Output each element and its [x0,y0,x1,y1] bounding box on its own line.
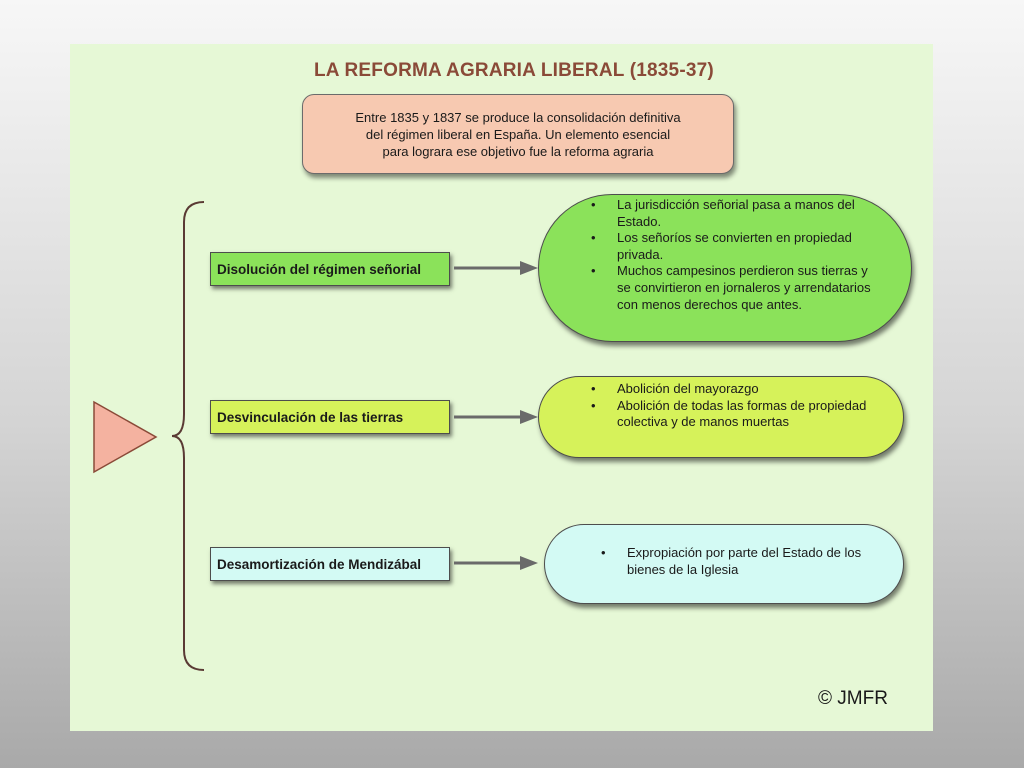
branch-label-desvinculacion: Desvinculación de las tierras [210,400,450,434]
arrow-right-icon [454,556,538,570]
diagram-title: LA REFORMA AGRARIA LIBERAL (1835-37) [314,60,714,81]
list-item: La jurisdicción señorial pasa a manos de… [587,197,883,230]
list-item: Expropiación por parte del Estado de los… [597,545,877,578]
branch-label-desamortizacion: Desamortización de Mendizábal [210,547,450,581]
list-item: Muchos campesinos perdieron sus tierras … [587,263,883,313]
arrow-right-icon [454,410,538,424]
list-item: Los señoríos se convierten en propiedad … [587,230,883,263]
list-item: Abolición del mayorazgo [587,381,877,398]
arrow-right-icon [454,261,538,275]
intro-box: Entre 1835 y 1837 se produce la consolid… [302,94,734,174]
branch-detail-desamortizacion: Expropiación por parte del Estado de los… [544,524,904,604]
branch-detail-desvinculacion: Abolición del mayorazgo Abolición de tod… [538,376,904,458]
branch-detail-disolucion: La jurisdicción señorial pasa a manos de… [538,194,912,342]
pointer-triangle-icon [93,400,158,474]
detail-list: La jurisdicción señorial pasa a manos de… [587,197,883,313]
list-item: Abolición de todas las formas de propied… [587,398,877,431]
detail-list: Abolición del mayorazgo Abolición de tod… [587,381,877,431]
copyright-notice: © JMFR [818,688,888,709]
detail-list: Expropiación por parte del Estado de los… [597,545,877,578]
curly-brace-icon [171,201,205,671]
branch-label-disolucion: Disolución del régimen señorial [210,252,450,286]
slide: LA REFORMA AGRARIA LIBERAL (1835-37) Ent… [70,44,933,731]
